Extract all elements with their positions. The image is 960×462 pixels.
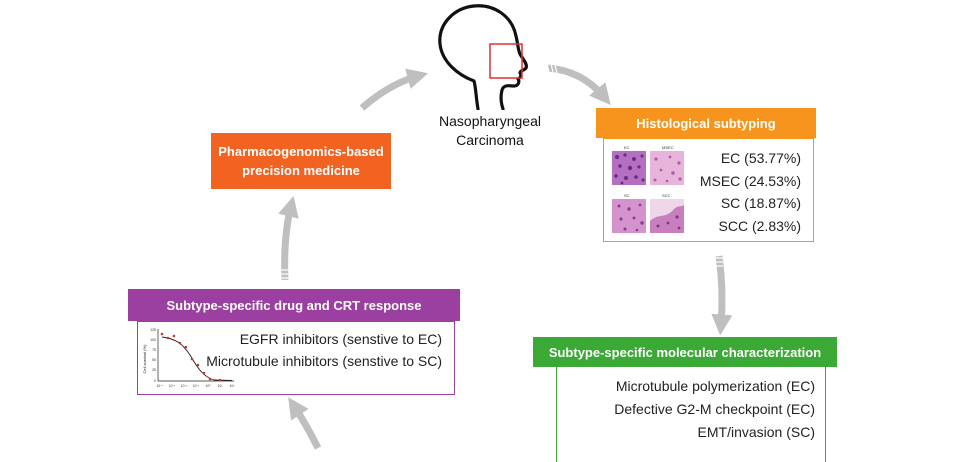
molecular-header: Subtype-specific molecular characterizat…: [533, 337, 837, 367]
plot-ytick: 125: [150, 328, 156, 332]
histology-tile-sc: [612, 199, 646, 233]
nasopharynx-highlight-box: [489, 43, 523, 79]
survival-curve-plot: Cell survival (%) 125 100 75 50 25 0 10⁻…: [142, 328, 236, 388]
drug-response-box: Cell survival (%) 125 100 75 50 25 0 10⁻…: [137, 321, 455, 395]
center-label: Nasopharyngeal Carcinoma: [420, 112, 560, 150]
head-profile-icon: [438, 4, 528, 110]
plot-xtick: 10⁰: [206, 384, 212, 388]
tile-label-ec: EC: [624, 145, 630, 150]
subtype-msec: MSEC (24.53%): [699, 172, 801, 189]
plot-ytick: 100: [150, 338, 156, 342]
histology-header: Histological subtyping: [596, 108, 816, 138]
histology-subtype-list: EC (53.77%) MSEC (24.53%) SC (18.87%) SC…: [700, 147, 801, 237]
tile-label-msec: MSEC: [662, 145, 674, 150]
center-label-line1: Nasopharyngeal: [439, 113, 541, 129]
plot-xtick: 10²: [230, 384, 236, 388]
subtype-ec: EC (53.77%): [720, 150, 801, 166]
molecular-box: Microtubule polymerization (EC) Defectiv…: [556, 367, 826, 462]
histology-tile-scc: [650, 199, 684, 233]
subtype-scc: SCC (2.83%): [718, 217, 801, 234]
histology-tile-ec: [612, 151, 646, 185]
subtype-sc: SC (18.87%): [720, 195, 801, 211]
molecular-item-microtubule: Microtubule polymerization (EC): [615, 378, 815, 394]
arrow-to-histology: [547, 64, 611, 106]
arrow-to-drug-response: [288, 397, 322, 450]
center-label-line2: Carcinoma: [456, 132, 524, 148]
pharmacogenomics-line2: precision medicine: [242, 163, 360, 178]
pharmacogenomics-box: Pharmacogenomics-based precision medicin…: [211, 133, 391, 189]
molecular-item-emt: EMT/invasion (SC): [697, 424, 815, 440]
cycle-arrows: [278, 63, 733, 450]
drug-item-microtubule: Microtubule inhibitors (senstive to SC): [206, 353, 442, 369]
arrow-to-pharmacogenomics: [278, 195, 299, 281]
histology-box: EC MSEC SC SCC EC (53.77%) MSEC (24.53%)…: [603, 138, 814, 242]
pharmacogenomics-line1: Pharmacogenomics-based: [218, 144, 384, 159]
plot-xtick: 10⁻⁴: [157, 384, 164, 388]
arrow-to-center: [359, 68, 429, 111]
molecular-item-g2m: Defective G2-M checkpoint (EC): [614, 401, 815, 417]
plot-xtick: 10¹: [218, 384, 224, 388]
plot-ytick: 50: [152, 358, 156, 362]
plot-ytick: 75: [152, 348, 156, 352]
molecular-list: Microtubule polymerization (EC) Defectiv…: [614, 375, 815, 444]
tile-label-scc: SCC: [662, 193, 671, 198]
plot-xtick: 10⁻³: [169, 384, 176, 388]
tile-label-sc: SC: [624, 193, 630, 198]
drug-response-list: EGFR inhibitors (senstive to EC) Microtu…: [206, 328, 442, 372]
plot-xtick: 10⁻²: [181, 384, 188, 388]
plot-ytick: 0: [154, 379, 156, 383]
plot-xtick: 10⁻¹: [193, 384, 200, 388]
histology-tile-msec: [650, 151, 684, 185]
plot-ylabel: Cell survival (%): [142, 344, 147, 374]
drug-response-header: Subtype-specific drug and CRT response: [128, 289, 460, 321]
plot-ytick: 25: [152, 368, 156, 372]
drug-item-egfr: EGFR inhibitors (senstive to EC): [239, 331, 442, 347]
